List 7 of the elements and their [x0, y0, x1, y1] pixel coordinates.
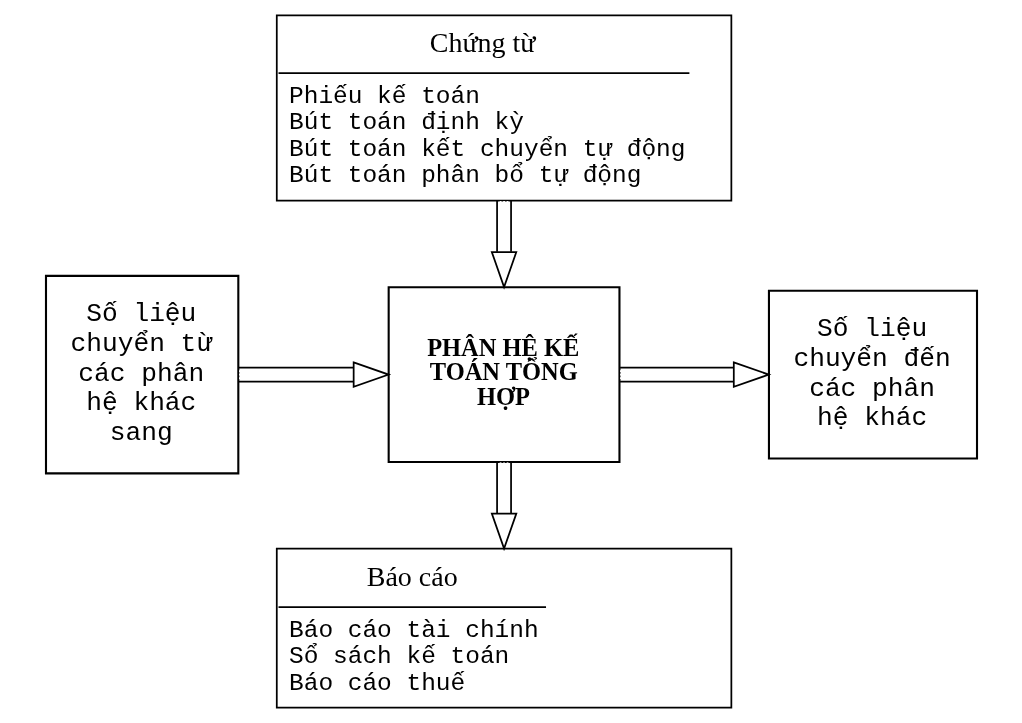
- arrow: [237, 361, 391, 389]
- arrow: [490, 200, 518, 290]
- arrow: [490, 461, 518, 552]
- node-box: PHÂN HỆ KẾ TOÁN TỔNG HỢP: [387, 286, 620, 464]
- node-box: Số liệu chuyển từ các phân hệ khác sang: [44, 274, 239, 475]
- arrow: [618, 361, 771, 389]
- node-box: Số liệu chuyển đến các phân hệ khác: [767, 289, 978, 460]
